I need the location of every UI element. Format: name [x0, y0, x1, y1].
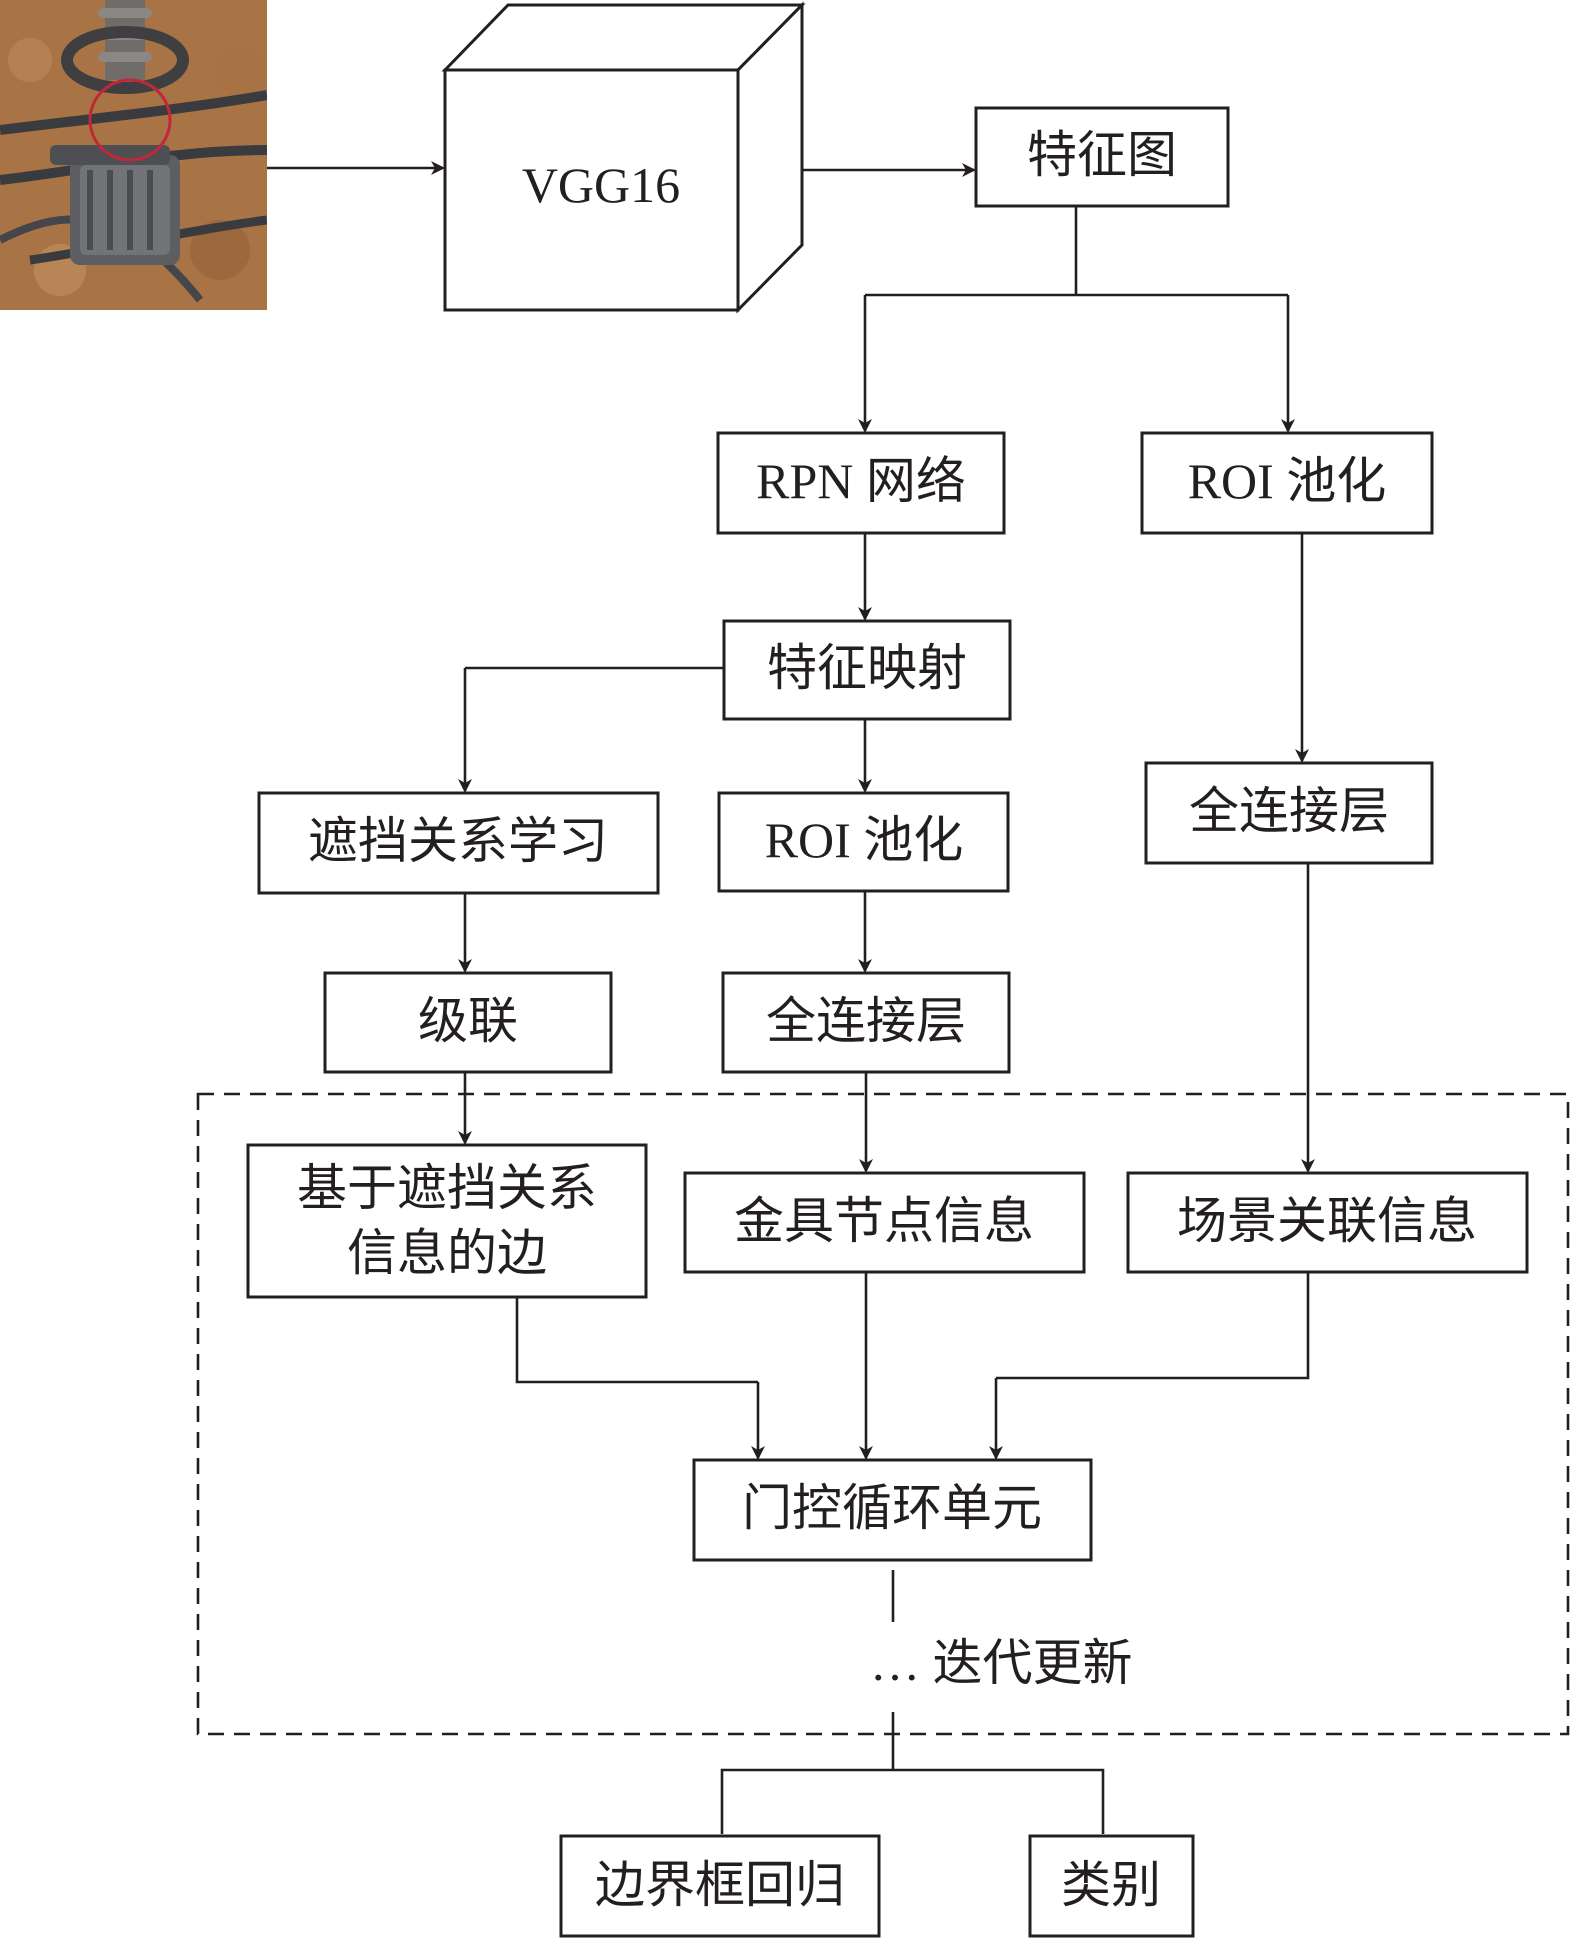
cascade-label: 级联: [418, 993, 518, 1049]
graph-update-region: [196, 1092, 1570, 1736]
bbox-regression-label: 边界框回归: [595, 1857, 845, 1913]
connector-output-split: [720, 1768, 1105, 1834]
gru-label: 门控循环单元: [742, 1480, 1042, 1536]
node-info-node: 金具节点信息: [683, 1171, 1086, 1274]
gru-node: 门控循环单元: [692, 1458, 1093, 1562]
roi-pool-right-node: ROI 池化: [1140, 431, 1434, 535]
rpn-label: RPN 网络: [756, 453, 966, 509]
scene-info-node: 场景关联信息: [1126, 1171, 1529, 1274]
roi-pool-right-label: ROI 池化: [1188, 453, 1387, 509]
highlight-circle: [88, 78, 172, 162]
feature-mapping-label: 特征映射: [767, 640, 967, 696]
feature-map-label: 特征图: [1027, 127, 1177, 183]
fc-mid-label: 全连接层: [766, 993, 966, 1049]
cascade-node: 级联: [323, 971, 613, 1074]
category-node: 类别: [1028, 1834, 1195, 1938]
connector-edge-to-gru: [515, 1297, 758, 1384]
fc-right-label: 全连接层: [1189, 783, 1389, 839]
iterate-label: … 迭代更新: [870, 1635, 1133, 1691]
fc-right-node: 全连接层: [1144, 761, 1434, 865]
input-photo: [0, 0, 267, 310]
scene-info-label: 场景关联信息: [1177, 1193, 1477, 1249]
rpn-node: RPN 网络: [716, 431, 1006, 535]
occlusion-learning-node: 遮挡关系学习: [257, 791, 660, 895]
occlusion-learning-label: 遮挡关系学习: [308, 813, 608, 869]
fc-mid-node: 全连接层: [721, 971, 1011, 1074]
edge-info-node: 基于遮挡关系 信息的边: [246, 1143, 648, 1299]
edge-info-label-line1: 基于遮挡关系: [297, 1160, 597, 1216]
category-label: 类别: [1061, 1857, 1161, 1913]
roi-pool-mid-label: ROI 池化: [765, 812, 964, 868]
connector-scene-to-gru: [996, 1272, 1310, 1380]
vgg16-label: VGG16: [522, 157, 680, 213]
bbox-regression-node: 边界框回归: [559, 1834, 881, 1938]
node-info-label: 金具节点信息: [734, 1193, 1034, 1249]
vgg16-block: VGG16: [441, 1, 806, 314]
feature-map-node: 特征图: [974, 106, 1230, 208]
edge-info-label-line2: 信息的边: [347, 1225, 547, 1281]
roi-pool-mid-node: ROI 池化: [717, 791, 1010, 893]
feature-mapping-node: 特征映射: [722, 619, 1012, 721]
